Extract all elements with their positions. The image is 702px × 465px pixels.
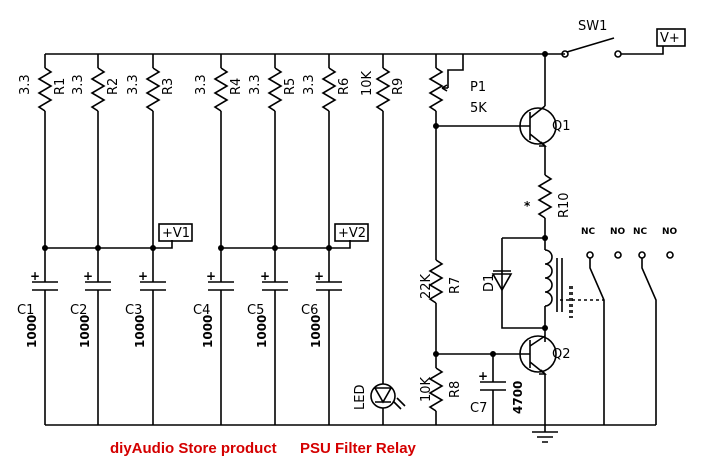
- c6-ref: C6: [301, 303, 318, 318]
- output-v1-label: +V1: [162, 226, 190, 241]
- supply-vplus-box: [656, 28, 686, 47]
- bus-v2: [221, 240, 351, 249]
- resistor-r4: [213, 67, 229, 112]
- output-v1-box: [158, 223, 193, 242]
- r4-ref: R4: [229, 78, 244, 95]
- svg-text:+: +: [30, 269, 40, 283]
- filter-branch-6: [316, 54, 342, 425]
- filter-branch-1: [32, 54, 58, 425]
- filter-branch-3: [140, 54, 166, 425]
- capacitor-c1: [32, 281, 58, 291]
- c7-value: 4700: [511, 381, 525, 414]
- c4-ref: C4: [193, 303, 210, 318]
- resistor-r3: [145, 67, 161, 112]
- svg-text:+: +: [83, 269, 93, 283]
- resistor-r6: [321, 67, 337, 112]
- transistor-q1: [519, 105, 557, 147]
- r7-ref: R7: [448, 277, 463, 294]
- filter-branch-4: [208, 54, 234, 425]
- resistor-r10: [537, 174, 553, 219]
- switch-label: SW1: [578, 19, 607, 34]
- r10-ref: R10: [557, 192, 572, 218]
- svg-text:+: +: [314, 269, 324, 283]
- contact-2-label: NO: [610, 227, 626, 237]
- c2-value: 1000: [78, 315, 92, 348]
- contact-4-label: NO: [662, 227, 678, 237]
- r7-value: 22K: [419, 273, 434, 299]
- resistor-r8: [428, 367, 444, 412]
- r3-ref: R3: [161, 78, 176, 95]
- filter-branch-5: [262, 54, 288, 425]
- r3-value: 3.3: [126, 74, 141, 95]
- capacitor-c5: [262, 281, 288, 291]
- capacitor-c3: [140, 281, 166, 291]
- capacitor-c7: [480, 381, 506, 391]
- led-label: LED: [353, 385, 368, 410]
- transistor-q2: [519, 335, 557, 375]
- r2-value: 3.3: [71, 74, 86, 95]
- diode-d1: [491, 270, 513, 292]
- p1-ref: P1: [470, 80, 486, 95]
- q2-label: Q2: [552, 347, 571, 362]
- c1-value: 1000: [25, 315, 39, 348]
- r5-ref: R5: [283, 78, 298, 95]
- c3-ref: C3: [125, 303, 142, 318]
- r9-ref: R9: [391, 78, 406, 95]
- resistor-r9: [375, 67, 391, 112]
- resistor-labels: 3.3 R1 3.3 R2 3.3 R3 3.3 R4 3.3 R5 3.3 R…: [18, 70, 406, 96]
- resistor-r7: [428, 259, 444, 304]
- svg-text:+: +: [138, 269, 148, 283]
- capacitor-c2: [85, 281, 111, 291]
- c5-value: 1000: [255, 315, 269, 348]
- c6-value: 1000: [309, 315, 323, 348]
- r1-value: 3.3: [18, 74, 33, 95]
- d1-label: D1: [482, 274, 497, 292]
- led-branch: [370, 54, 406, 425]
- svg-text:+: +: [206, 269, 216, 283]
- resistor-r5: [267, 67, 283, 112]
- output-v2-box: [334, 223, 369, 242]
- c4-value: 1000: [201, 315, 215, 348]
- r9-value: 10K: [360, 70, 375, 96]
- bus-v1: [45, 240, 173, 249]
- c2-ref: C2: [70, 303, 87, 318]
- capacitor-c6: [316, 281, 342, 291]
- c3-value: 1000: [133, 315, 147, 348]
- capacitor-labels: + + + + + + + C1 1000 C2 1000 C3 1000 C4…: [17, 269, 488, 383]
- relay-contacts: [560, 251, 674, 425]
- contact-3-label: NC: [633, 227, 648, 237]
- supply-label: V+: [660, 31, 680, 46]
- r8-value: 10K: [419, 376, 434, 402]
- c5-ref: C5: [247, 303, 264, 318]
- p1-value: 5K: [470, 101, 487, 116]
- ground-symbol: [532, 431, 558, 443]
- relay-coil: [544, 238, 563, 328]
- r5-value: 3.3: [248, 74, 263, 95]
- resistor-r1: [37, 67, 53, 112]
- c1-ref: C1: [17, 303, 34, 318]
- q1-label: Q1: [552, 119, 571, 134]
- r6-value: 3.3: [302, 74, 317, 95]
- contact-1-label: NC: [581, 227, 596, 237]
- potentiometer-p1: [428, 54, 464, 126]
- switch-sw1: [561, 37, 664, 58]
- c7-ref: C7: [470, 401, 487, 416]
- caption-store: diyAudio Store product: [110, 440, 277, 457]
- r6-ref: R6: [337, 78, 352, 95]
- svg-text:+: +: [478, 369, 488, 383]
- resistor-r2: [90, 67, 106, 112]
- filter-branch-2: [85, 54, 111, 425]
- capacitor-c4: [208, 281, 234, 291]
- output-v2-label: +V2: [338, 226, 366, 241]
- r1-ref: R1: [53, 78, 68, 95]
- svg-text:+: +: [260, 269, 270, 283]
- r2-ref: R2: [106, 78, 121, 95]
- r8-ref: R8: [448, 381, 463, 398]
- r4-value: 3.3: [194, 74, 209, 95]
- caption-title: PSU Filter Relay: [300, 440, 417, 457]
- r10-mark: *: [524, 199, 531, 213]
